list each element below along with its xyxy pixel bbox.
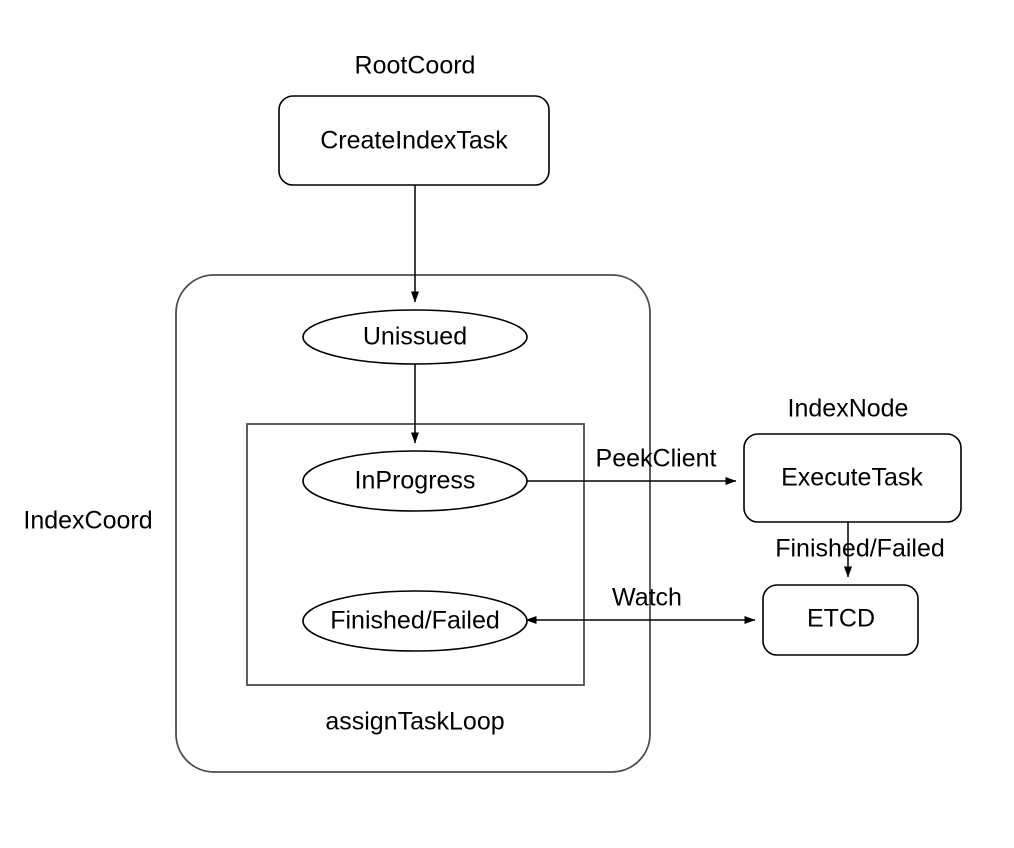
inprogress-label: InProgress [355, 467, 476, 495]
node-unissued[interactable]: Unissued [302, 309, 528, 365]
unissued-ellipse[interactable] [302, 309, 528, 365]
unissued-label: Unissued [363, 323, 467, 351]
assigntaskloop-label: assignTaskLoop [325, 708, 504, 736]
node-executetask[interactable]: ExecuteTask [743, 433, 962, 523]
etcd-label: ETCD [807, 605, 875, 633]
indexnode-label: IndexNode [788, 395, 909, 423]
edge-label-finished-failed: Finished/Failed [775, 535, 945, 563]
indexcoord-label: IndexCoord [23, 507, 152, 535]
executetask-label: ExecuteTask [781, 464, 923, 492]
node-finishedfailed[interactable]: Finished/Failed [302, 590, 528, 652]
etcd-box[interactable] [762, 584, 919, 656]
edges-layer: PeekClient Finished/Failed Watch [411, 185, 945, 624]
node-etcd[interactable]: ETCD [762, 584, 919, 656]
node-inprogress[interactable]: InProgress [302, 450, 528, 512]
inprogress-ellipse[interactable] [302, 450, 528, 512]
finishedfailed-label: Finished/Failed [330, 607, 500, 635]
finishedfailed-ellipse[interactable] [302, 590, 528, 652]
createindextask-box[interactable] [278, 95, 550, 186]
createindextask-label: CreateIndexTask [320, 127, 508, 155]
node-createindextask[interactable]: CreateIndexTask [278, 95, 550, 186]
rootcoord-label: RootCoord [355, 52, 476, 80]
executetask-box[interactable] [743, 433, 962, 523]
indexcoord-container [175, 274, 651, 773]
group-indexcoord: IndexCoord [23, 274, 651, 773]
edge-label-watch: Watch [612, 584, 682, 612]
edge-label-peekclient: PeekClient [596, 445, 717, 473]
